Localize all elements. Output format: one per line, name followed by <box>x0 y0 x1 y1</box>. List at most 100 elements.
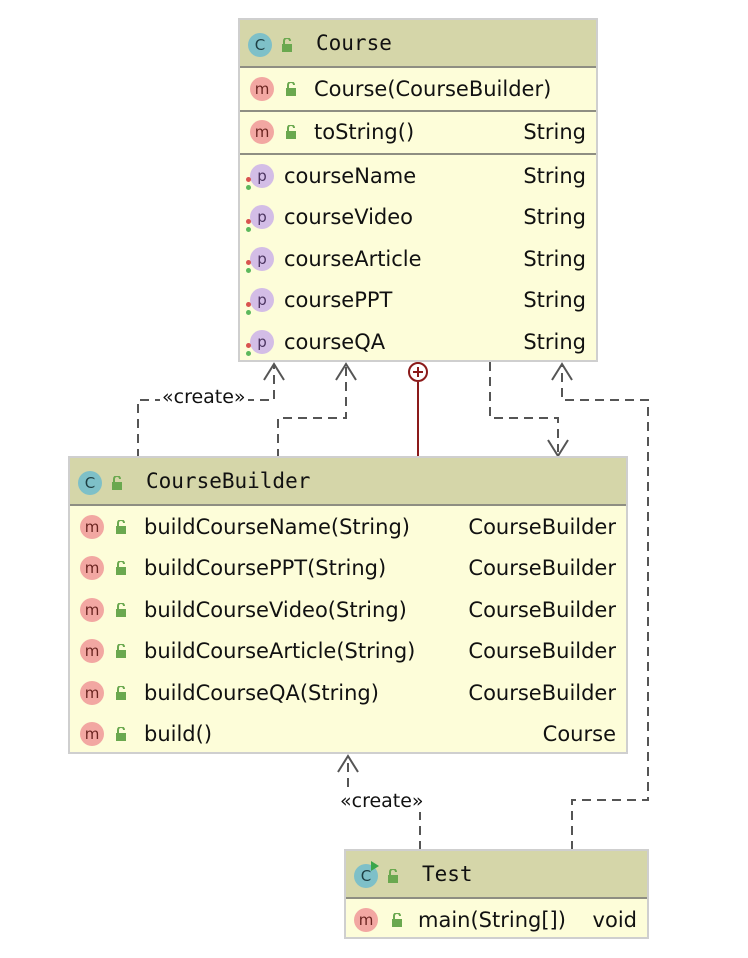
method-type: Course <box>542 722 616 747</box>
constructor-row[interactable]: m Course(CourseBuilder) <box>240 68 596 110</box>
property-row[interactable]: p courseVideo String <box>240 197 596 239</box>
dependency-edge-test-to-course <box>561 366 649 850</box>
method-row[interactable]: m buildCourseName(String) CourseBuilder <box>70 506 626 548</box>
getter-marker-icon <box>246 185 251 190</box>
public-lock-icon <box>116 727 126 742</box>
method-type: CourseBuilder <box>468 680 616 705</box>
coursebuilder-class[interactable]: C CourseBuilder m buildCourseName(String)… <box>68 456 628 754</box>
test-class[interactable]: C Test m main(String[]) void <box>344 849 649 939</box>
method-icon: m <box>80 597 104 622</box>
getter-marker-icon <box>246 309 251 315</box>
field-marker-icon <box>246 260 251 265</box>
arrowhead-5 <box>337 754 359 773</box>
method-icon: m <box>354 907 378 932</box>
public-lock-icon <box>116 561 126 576</box>
property-name: courseName <box>284 163 417 188</box>
field-marker-icon <box>246 218 251 224</box>
method-icon: m <box>80 680 104 705</box>
run-icon <box>371 861 379 871</box>
methods-section: m buildCourseName(String) CourseBuilder m bu… <box>70 506 626 755</box>
field-marker-icon <box>246 301 251 307</box>
class-icon: C <box>78 471 102 495</box>
method-name: toString() <box>314 120 415 145</box>
arrowhead-1 <box>263 362 285 381</box>
method-icon: m <box>250 120 274 145</box>
method-row[interactable]: m build() Course <box>70 714 626 756</box>
method-type: CourseBuilder <box>468 597 616 622</box>
getter-marker-icon <box>246 268 251 273</box>
public-lock-icon <box>116 519 126 534</box>
method-icon: m <box>80 556 104 581</box>
class-title: Course <box>316 31 392 55</box>
property-icon: p <box>250 246 274 271</box>
test-header: C Test <box>346 851 647 899</box>
field-marker-icon <box>246 343 251 348</box>
public-lock-icon <box>112 476 122 490</box>
property-type: String <box>523 329 586 354</box>
property-row[interactable]: p courseArticle String <box>240 238 596 280</box>
class-title: Test <box>422 862 473 886</box>
property-name: courseQA <box>284 329 386 354</box>
getter-marker-icon <box>246 226 251 232</box>
property-row[interactable]: p coursePPT String <box>240 280 596 322</box>
constructor-section: m Course(CourseBuilder) <box>240 68 596 112</box>
arrowhead-4 <box>551 362 573 381</box>
property-icon: p <box>250 288 274 313</box>
method-name: main(String[]) <box>418 907 566 932</box>
public-lock-icon <box>282 38 292 52</box>
public-lock-icon <box>388 869 398 883</box>
method-type: CourseBuilder <box>468 639 616 664</box>
method-icon: m <box>80 514 104 539</box>
property-name: coursePPT <box>284 288 393 313</box>
methods-section: m toString() String <box>240 112 596 155</box>
property-icon: p <box>250 163 274 188</box>
property-name: courseVideo <box>284 205 414 230</box>
dependency-edge-course-to-builder <box>489 362 559 452</box>
public-lock-icon <box>286 125 296 140</box>
course-class[interactable]: C Course m Course(CourseBuilder) m toStr… <box>238 18 598 362</box>
property-icon: p <box>250 205 274 230</box>
create-label-top: «create» <box>160 386 248 408</box>
arrowhead-2 <box>335 362 357 381</box>
method-name: buildCourseQA(String) <box>144 680 379 705</box>
property-type: String <box>523 205 586 230</box>
class-title: CourseBuilder <box>146 469 311 493</box>
method-row[interactable]: m buildCourseQA(String) CourseBuilder <box>70 672 626 714</box>
property-type: String <box>523 246 586 271</box>
coursebuilder-header: C CourseBuilder <box>70 458 626 506</box>
method-row[interactable]: m buildCoursePPT(String) CourseBuilder <box>70 548 626 590</box>
public-lock-icon <box>116 685 126 700</box>
property-row[interactable]: p courseName String <box>240 155 596 197</box>
method-icon: m <box>80 722 104 747</box>
methods-section: m main(String[]) void <box>346 899 647 941</box>
method-name: buildCourseVideo(String) <box>144 597 407 622</box>
method-name: buildCourseName(String) <box>144 514 410 539</box>
method-row[interactable]: m toString() String <box>240 112 596 154</box>
property-row[interactable]: p courseQA String <box>240 321 596 363</box>
property-icon: p <box>250 329 274 354</box>
public-lock-icon <box>286 81 296 96</box>
class-icon: C <box>248 33 272 57</box>
method-name: buildCoursePPT(String) <box>144 556 387 581</box>
field-marker-icon <box>246 177 251 182</box>
property-type: String <box>523 163 586 188</box>
inner-class-connector <box>408 362 428 458</box>
method-type: CourseBuilder <box>468 514 616 539</box>
property-name: courseArticle <box>284 246 422 271</box>
method-type: String <box>523 120 586 145</box>
method-name: build() <box>144 722 213 747</box>
getter-marker-icon <box>246 351 251 356</box>
property-type: String <box>523 288 586 313</box>
dependency-edge-builder-to-course <box>277 366 347 458</box>
method-type: void <box>592 907 637 932</box>
method-type: CourseBuilder <box>468 556 616 581</box>
public-lock-icon <box>116 644 126 659</box>
public-lock-icon <box>116 602 126 617</box>
create-label-bottom: «create» <box>338 790 426 812</box>
method-name: buildCourseArticle(String) <box>144 639 416 664</box>
method-row[interactable]: m buildCourseVideo(String) CourseBuilder <box>70 589 626 631</box>
method-row[interactable]: m main(String[]) void <box>346 899 647 941</box>
